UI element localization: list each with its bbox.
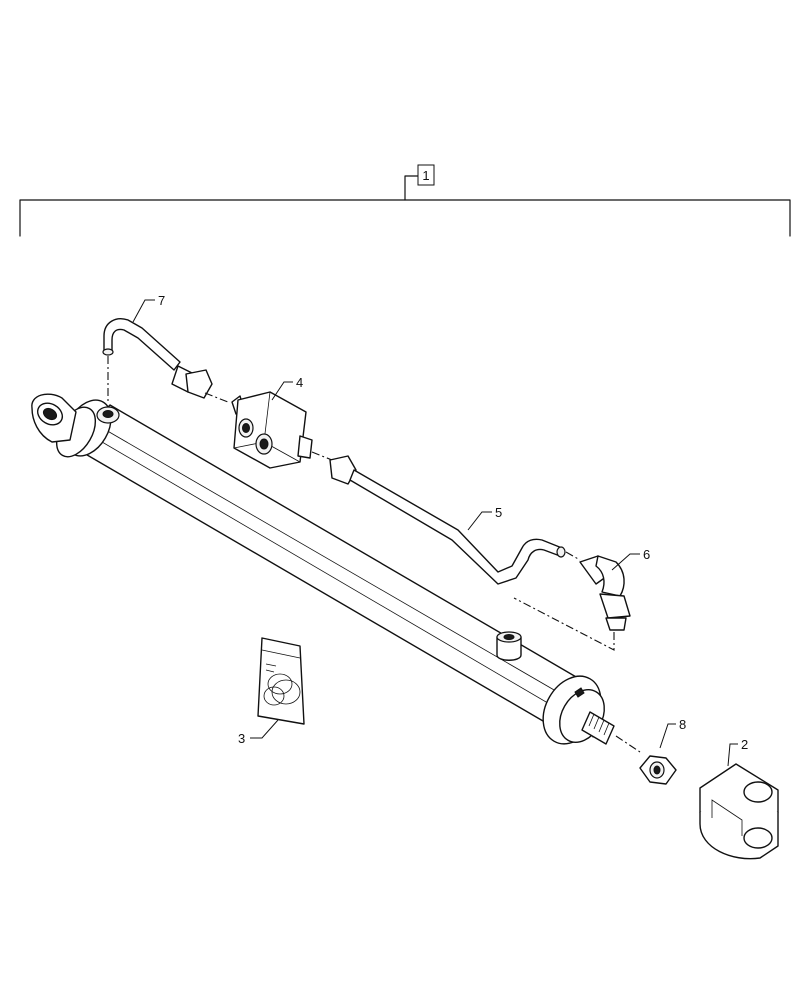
callout-4[interactable]: 4 (296, 375, 303, 390)
elbow-fitting-part-6 (513, 555, 631, 651)
callout-1[interactable]: 1 (422, 168, 429, 183)
callout-2[interactable]: 2 (741, 737, 748, 752)
clevis-part-2 (699, 763, 779, 860)
callout-3[interactable]: 3 (238, 731, 245, 746)
hydraulic-cylinder (31, 393, 641, 753)
leader-lines (132, 299, 738, 767)
tube-part-7 (102, 318, 229, 404)
seal-kit-part-3 (257, 637, 305, 725)
callout-8[interactable]: 8 (679, 717, 686, 732)
tube-part-5 (329, 455, 581, 585)
callout-5[interactable]: 5 (495, 505, 502, 520)
hex-nut-part-8 (639, 755, 677, 785)
callout-6[interactable]: 6 (643, 547, 650, 562)
assembly-bracket: 1 (19, 164, 791, 237)
callout-7[interactable]: 7 (158, 293, 165, 308)
valve-block-part-4 (231, 391, 333, 469)
